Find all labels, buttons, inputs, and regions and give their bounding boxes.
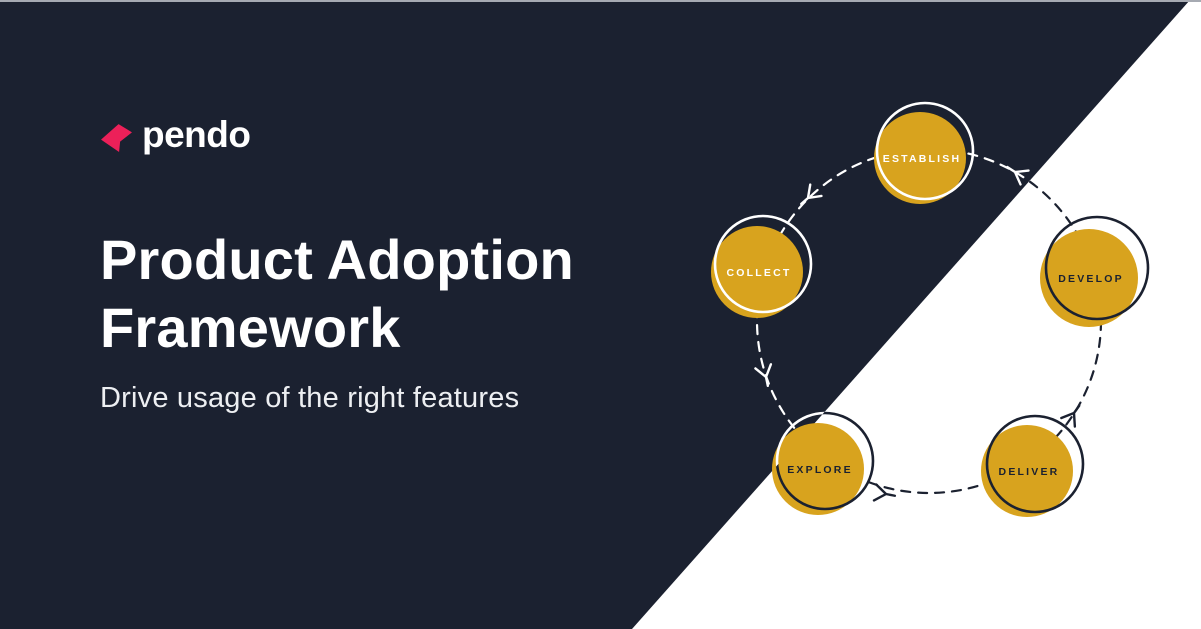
page-title-line2: Framework	[100, 295, 401, 359]
node-develop-label: DEVELOP	[1058, 273, 1124, 285]
node-collect-circle	[711, 226, 803, 318]
node-collect-label: COLLECT	[727, 267, 792, 279]
node-explore-label: EXPLORE	[787, 464, 853, 476]
pendo-logo-mark-icon	[101, 123, 132, 152]
pendo-logo-text: pendo	[142, 113, 251, 155]
page-title: Product Adoption Framework	[100, 226, 660, 362]
node-deliver-label: DELIVER	[999, 466, 1060, 478]
top-border-strip	[0, 0, 1201, 2]
node-deliver-circle	[981, 425, 1073, 517]
page-title-line1: Product Adoption	[100, 228, 574, 291]
node-establish-label: ESTABLISH	[883, 153, 962, 165]
hero-text-block: pendo Product Adoption Framework Drive u…	[100, 113, 660, 415]
node-establish-circle	[874, 112, 966, 204]
pendo-logo: pendo	[100, 113, 660, 156]
node-explore-circle	[772, 423, 864, 515]
page-subtitle: Drive usage of the right features	[100, 381, 520, 414]
node-develop-circle	[1040, 229, 1138, 327]
